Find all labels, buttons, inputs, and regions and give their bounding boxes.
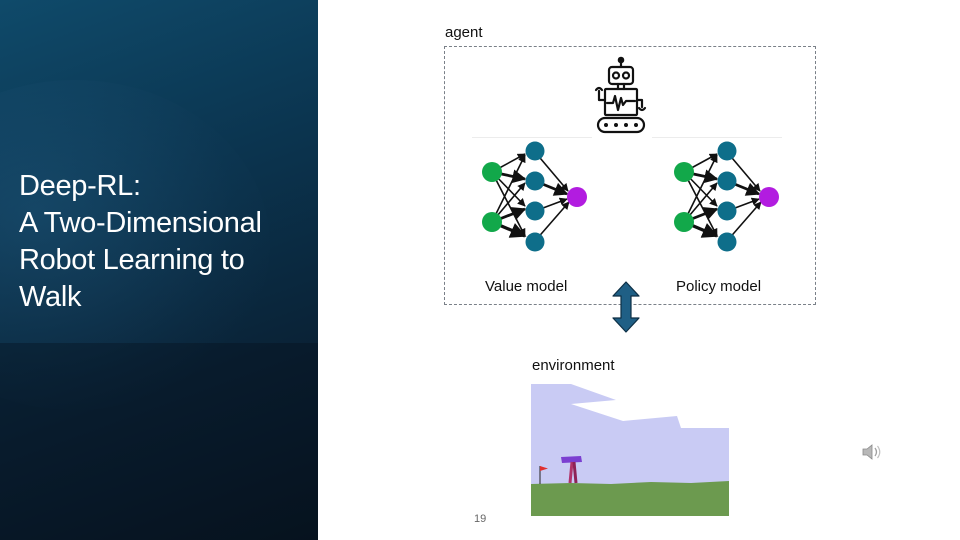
speaker-icon[interactable] <box>861 443 883 461</box>
page-number: 19 <box>474 513 487 525</box>
value-model-label: Value model <box>485 278 568 295</box>
title-line: Walk <box>19 281 82 313</box>
panel-lower-band <box>0 343 318 540</box>
environment-label: environment <box>532 357 615 374</box>
title-panel: Deep-RL: A Two-Dimensional Robot Learnin… <box>0 0 318 540</box>
slide-title: Deep-RL: A Two-Dimensional Robot Learnin… <box>19 168 309 316</box>
title-line: A Two-Dimensional <box>19 207 262 239</box>
title-line: Robot Learning to <box>19 244 245 276</box>
policy-model-network <box>674 141 779 252</box>
environment-scene <box>531 384 729 516</box>
separator-line <box>652 137 782 138</box>
value-model-network <box>482 141 587 252</box>
agent-label: agent <box>445 24 483 41</box>
separator-line <box>472 137 592 138</box>
robot-icon <box>594 56 647 134</box>
bidirectional-arrow-icon <box>612 281 640 333</box>
policy-model-label: Policy model <box>676 278 762 295</box>
title-line: Deep-RL: <box>19 170 141 202</box>
